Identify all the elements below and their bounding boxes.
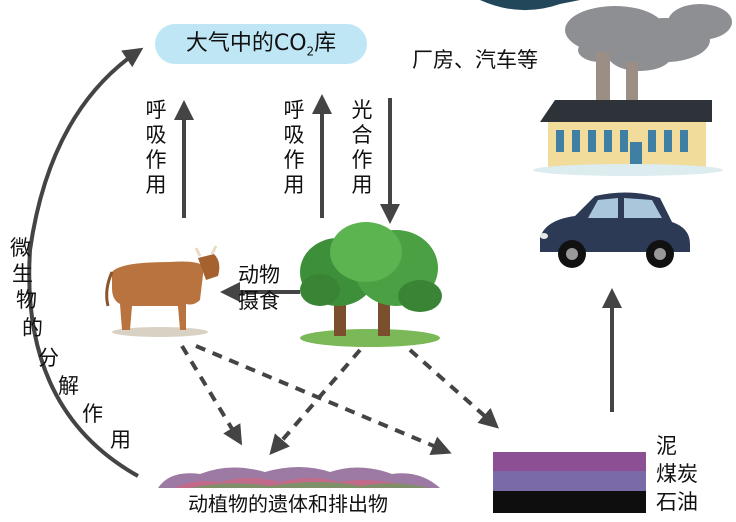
oil-layer (493, 491, 646, 513)
char: 吸 (145, 123, 167, 147)
feeding-label: 动物 摄食 (238, 262, 280, 314)
smoke-cloud-icon (565, 4, 732, 71)
co2-tail-text: 库 (314, 31, 337, 56)
top-blob (480, 0, 580, 11)
feeding-label-line2: 摄食 (238, 289, 280, 313)
char: 解 (58, 374, 79, 398)
char: 作 (145, 148, 167, 172)
dashed-arrows (180, 344, 499, 456)
oil-label: 石油 (656, 490, 698, 514)
plant-to-remains-arrow (269, 348, 362, 456)
animal-to-remains-arrow (180, 344, 243, 446)
mud-label: 泥 (656, 434, 677, 458)
factory-label: 厂房、汽车等 (412, 48, 538, 72)
char: 作 (283, 148, 305, 172)
char: 呼 (283, 98, 305, 122)
char: 用 (110, 428, 131, 452)
char: 作 (82, 402, 103, 426)
char: 生 (12, 262, 33, 286)
char: 分 (38, 346, 59, 370)
feeding-label-line1: 动物 (238, 263, 280, 287)
char: 用 (351, 173, 373, 197)
char: 呼 (145, 98, 167, 122)
photosynthesis-label: 光 合 作 用 (350, 98, 374, 198)
cow-icon (105, 245, 220, 337)
animal-to-remains-right-arrow (195, 344, 452, 456)
atmosphere-co2-label: 大气中的CO2库 (155, 24, 367, 64)
char: 作 (351, 148, 373, 172)
char: 物 (16, 288, 37, 312)
mud-layer (493, 452, 646, 471)
char: 吸 (283, 123, 305, 147)
char: 合 (351, 123, 373, 147)
co2-main-text: 大气中的CO (185, 31, 307, 56)
fossil-layers (493, 452, 646, 513)
char: 的 (22, 316, 43, 340)
coal-layer (493, 471, 646, 491)
char: 用 (283, 173, 305, 197)
co2-subscript: 2 (306, 44, 315, 59)
tree-icon (300, 222, 442, 347)
car-icon (540, 192, 690, 268)
plant-to-fossil-arrow (408, 348, 499, 429)
char: 光 (351, 98, 373, 122)
solid-arrows (27, 47, 622, 478)
respiration-label-mid: 呼 吸 作 用 (282, 98, 306, 198)
factory-icon (533, 52, 723, 176)
respiration-label-left: 呼 吸 作 用 (144, 98, 168, 198)
decomposition-arrow (27, 47, 144, 478)
coal-label: 煤炭 (656, 462, 698, 486)
remains-pile (158, 467, 440, 488)
remains-label: 动植物的遗体和排出物 (188, 492, 388, 516)
char: 微 (10, 236, 31, 260)
char: 用 (145, 173, 167, 197)
